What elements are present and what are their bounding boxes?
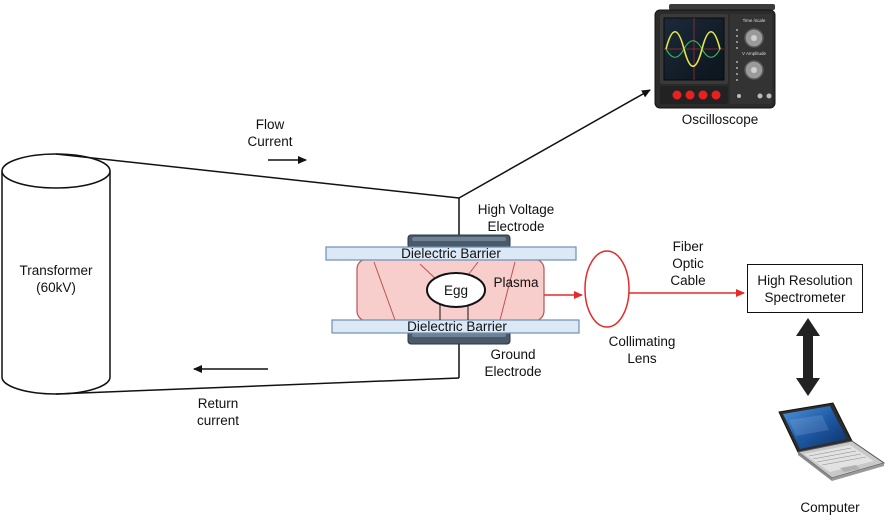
dielectric-barrier-bottom-plate bbox=[331, 319, 580, 334]
spectrometer-box: High Resolution Spectrometer bbox=[747, 264, 863, 313]
computer-label: Computer bbox=[800, 500, 860, 515]
high-voltage-electrode-label: High Voltage Electrode bbox=[477, 202, 555, 234]
dielectric-barrier-top-label: Dielectric Barrier bbox=[401, 246, 501, 261]
egg-label: Egg bbox=[443, 283, 469, 298]
circuit-wires bbox=[55, 89, 651, 395]
dielectric-barrier-top-plate bbox=[325, 246, 577, 261]
collimating-lens-label: Collimating Lens bbox=[608, 334, 676, 366]
dielectric-barrier-bottom-label: Dielectric Barrier bbox=[407, 319, 507, 334]
transformer-label: Transformer (60kV) bbox=[19, 263, 93, 295]
fiber-optic-cable-label: Fiber Optic Cable bbox=[670, 239, 706, 288]
oscilloscope-device: Time /scale V Amplitude bbox=[654, 4, 776, 109]
oscilloscope-label: Oscilloscope bbox=[681, 112, 759, 127]
ground-electrode-label: Ground Electrode bbox=[484, 347, 542, 379]
oscilloscope-probe-wire bbox=[458, 89, 651, 199]
plasma-label: Plasma bbox=[493, 275, 539, 290]
return-current-label: Return current bbox=[196, 396, 240, 428]
flow-current-label: Flow Current bbox=[247, 117, 293, 149]
laptop-icon bbox=[778, 402, 886, 481]
ground-electrode bbox=[407, 330, 511, 345]
return-wire bbox=[55, 377, 460, 395]
collimating-lens bbox=[584, 250, 630, 328]
oscilloscope-panel-label-time: Time /scale bbox=[743, 18, 766, 23]
oscilloscope-panel-label-volt: V Amplitude bbox=[742, 51, 767, 56]
data-link-double-arrow bbox=[796, 318, 820, 396]
egg-sample bbox=[426, 272, 486, 320]
flow-wire bbox=[55, 153, 460, 199]
high-voltage-electrode bbox=[407, 234, 511, 249]
